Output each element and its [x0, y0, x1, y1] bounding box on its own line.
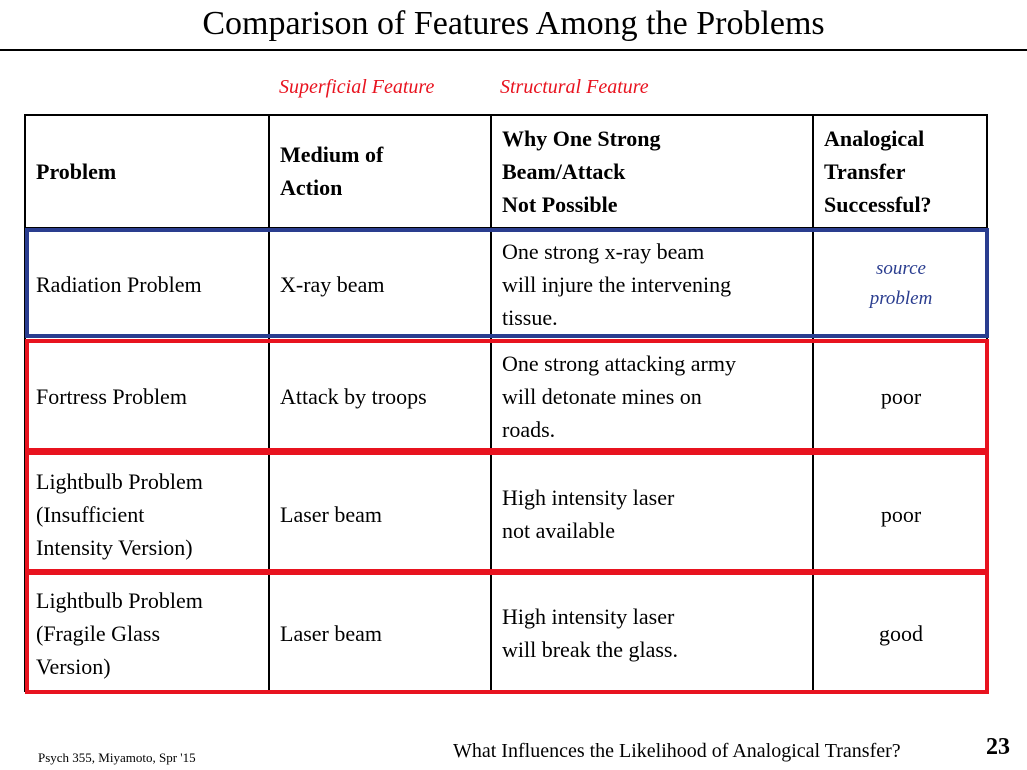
superficial-feature-label: Superficial Feature: [279, 76, 435, 98]
row3-medium: Laser beam: [280, 501, 382, 527]
row1-why: One strong x-ray beam will injure the in…: [502, 238, 732, 330]
header-why-not-possible: Why One Strong Beam/Attack Not Possible: [502, 125, 661, 217]
row4-medium: Laser beam: [280, 620, 382, 646]
row1-medium: X-ray beam: [280, 271, 385, 297]
row3-problem: Lightbulb Problem (Insufficient Intensit…: [36, 468, 203, 560]
row4-why: High intensity laser will break the glas…: [502, 604, 678, 662]
row3-transfer: poor: [880, 501, 922, 527]
column-divider-1: [268, 114, 270, 692]
row1-problem: Radiation Problem: [36, 271, 202, 297]
structural-feature-label: Structural Feature: [500, 76, 649, 98]
row4-transfer: good: [879, 620, 923, 646]
row2-problem: Fortress Problem: [36, 383, 187, 409]
row4-problem: Lightbulb Problem (Fragile Glass Version…: [36, 587, 203, 679]
course-footer: Psych 355, Miyamoto, Spr '15: [38, 750, 196, 765]
row2-medium: Attack by troops: [280, 383, 427, 409]
slide-title: Comparison of Features Among the Problem…: [202, 5, 825, 42]
row2-why: One strong attacking army will detonate …: [502, 350, 736, 442]
fragile-glass-highlight-box: [25, 571, 989, 694]
header-analogical-transfer: Analogical Transfer Successful?: [824, 125, 932, 217]
column-divider-2: [490, 114, 492, 692]
row3-why: High intensity laser not available: [502, 485, 675, 543]
header-medium: Medium of Action: [280, 142, 384, 200]
slide-question-footer: What Influences the Likelihood of Analog…: [453, 740, 901, 762]
title-divider: [0, 49, 1027, 51]
insufficient-intensity-highlight-box: [25, 451, 989, 573]
row2-transfer: poor: [880, 383, 922, 409]
header-problem: Problem: [36, 158, 117, 184]
page-number: 23: [986, 734, 1010, 760]
column-divider-3: [812, 114, 814, 692]
source-problem-highlight-box: [25, 228, 989, 338]
row1-transfer: source problem: [869, 258, 933, 309]
fortress-problem-highlight-box: [25, 339, 989, 452]
table-top-border: [24, 114, 988, 116]
